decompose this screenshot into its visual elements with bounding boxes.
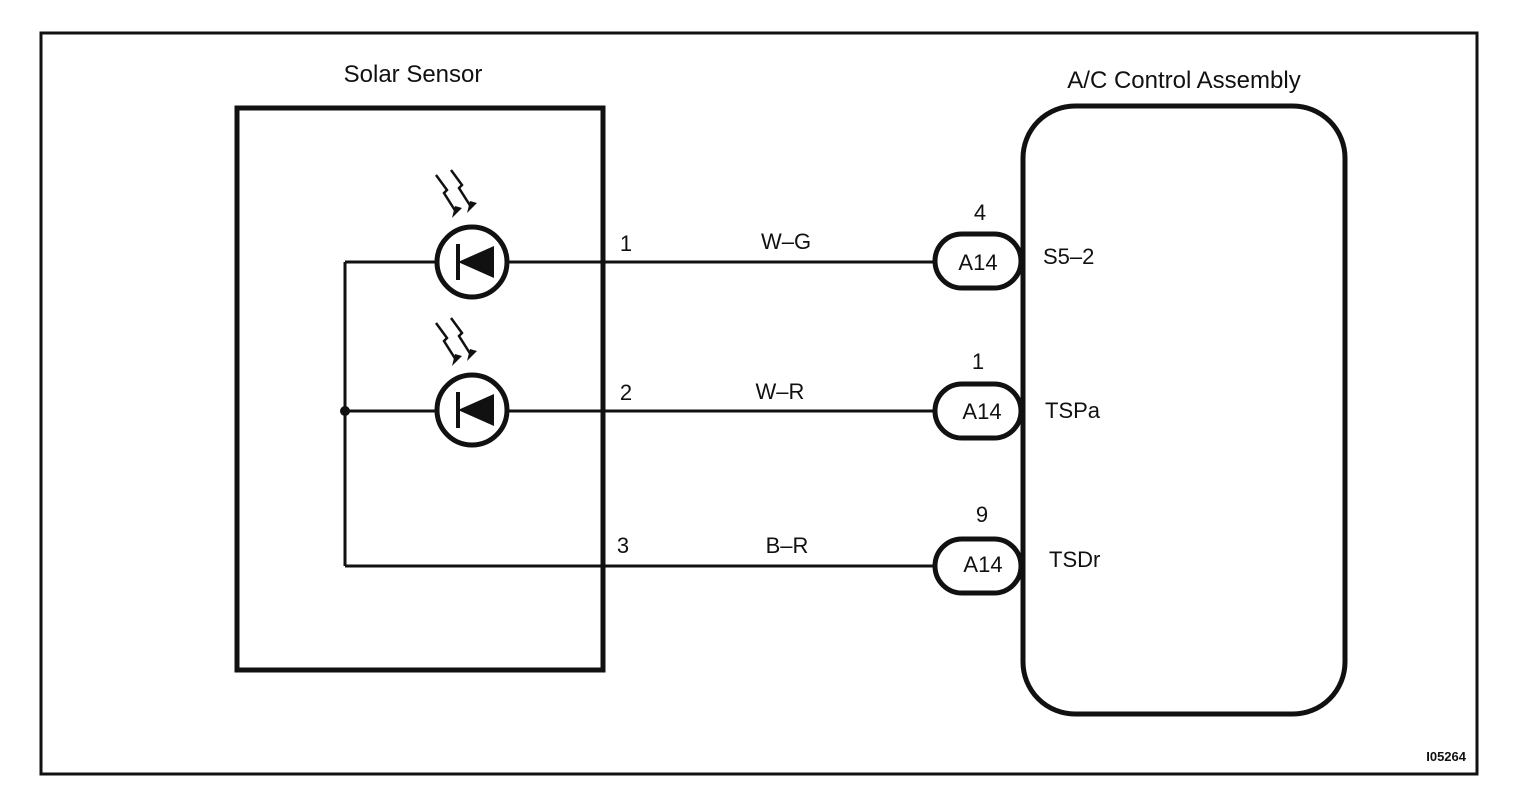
sensor-pin-2: 2 xyxy=(620,380,632,405)
connector-pin-1: 1 xyxy=(972,349,984,374)
connector-label-2: A14 xyxy=(962,399,1001,424)
photodiode-2-icon xyxy=(434,317,510,448)
terminal-tspa: TSPa xyxy=(1045,398,1101,423)
photodiode-1-icon xyxy=(434,169,510,300)
connector-label-3: A14 xyxy=(963,552,1002,577)
terminal-tsdr: TSDr xyxy=(1049,547,1100,572)
connector-a14-2 xyxy=(932,381,1024,441)
connector-label-1: A14 xyxy=(958,250,997,275)
connector-a14-3 xyxy=(932,536,1024,596)
wire-color-label-1: W–G xyxy=(761,229,811,254)
diagram-frame xyxy=(39,31,1479,776)
sensor-pin-3: 3 xyxy=(617,533,629,558)
connector-pin-9: 9 xyxy=(976,502,988,527)
connector-a14-1 xyxy=(932,231,1024,291)
wire-color-label-2: W–R xyxy=(756,379,805,404)
solar-sensor-box xyxy=(234,105,606,673)
connector-pin-4: 4 xyxy=(974,200,986,225)
sensor-pin-1: 1 xyxy=(620,231,632,256)
terminal-s5-2: S5–2 xyxy=(1043,244,1094,269)
ac-control-assembly-title: A/C Control Assembly xyxy=(1067,67,1300,94)
figure-id: I05264 xyxy=(1426,749,1467,764)
wire-color-label-3: B–R xyxy=(766,533,809,558)
solar-sensor-title: Solar Sensor xyxy=(344,61,483,88)
